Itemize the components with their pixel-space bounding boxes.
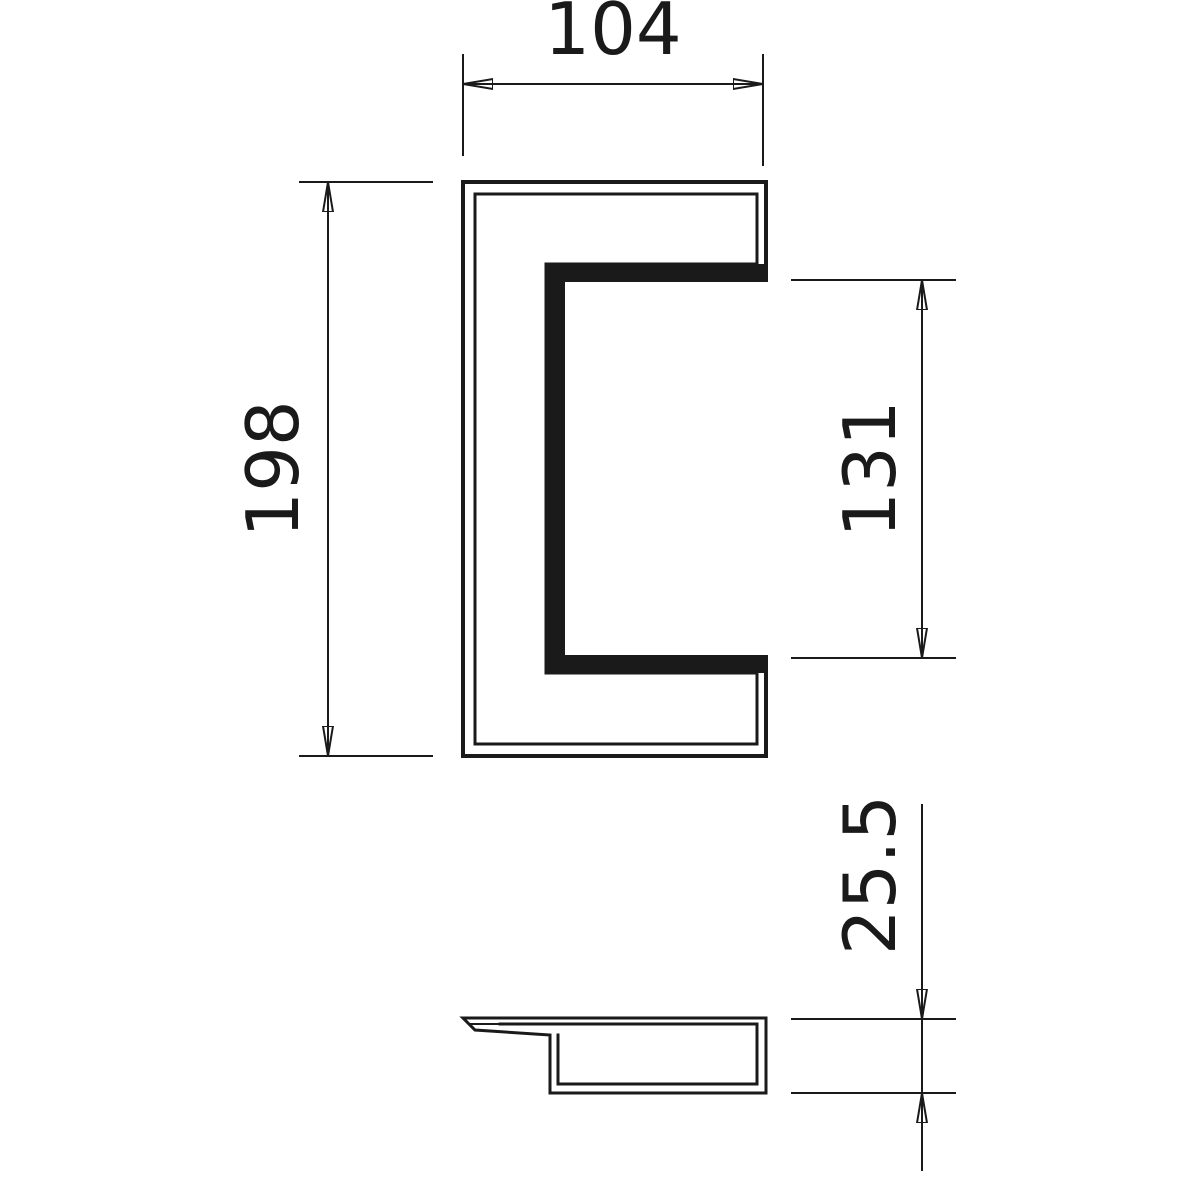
- width-label: 104: [544, 0, 681, 71]
- width-dimension: [462, 54, 764, 166]
- side-view-profile: [459, 1016, 768, 1095]
- opening-label: 131: [828, 400, 912, 537]
- side-view-outer: [459, 1016, 768, 1095]
- opening-dimension: [791, 279, 956, 659]
- c-profile-inner-wall: [546, 264, 766, 673]
- height-label: 198: [231, 400, 315, 537]
- depth-dimension: [791, 804, 956, 1171]
- height-dimension: [299, 181, 433, 757]
- depth-label: 25.5: [828, 795, 912, 955]
- c-profile-top-view: [461, 180, 768, 758]
